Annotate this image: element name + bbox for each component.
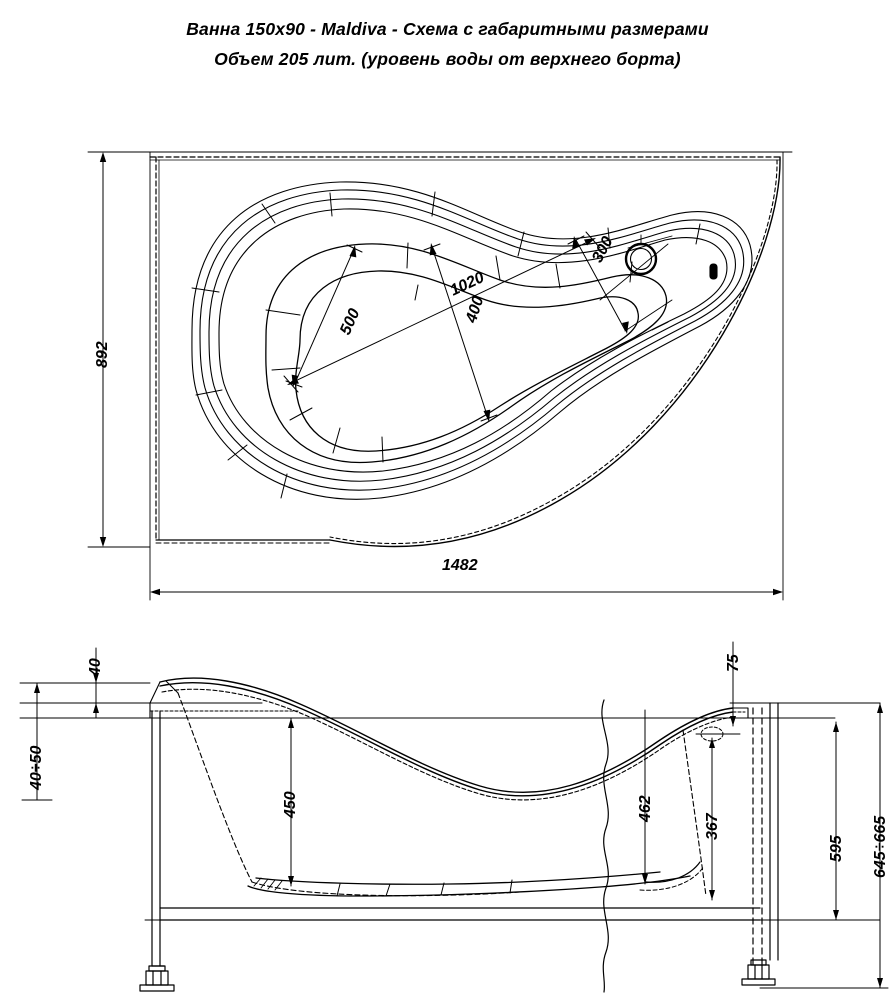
dimension-595 <box>833 721 839 921</box>
bath-floor-joints <box>336 879 513 897</box>
dimension-label-75: 75 <box>725 654 742 672</box>
dimension-40-50 <box>21 682 53 801</box>
adjustable-foot-right <box>741 959 776 986</box>
dimension-1482 <box>150 588 783 596</box>
dimension-400 <box>423 243 498 422</box>
plan-rim-bands <box>191 181 753 500</box>
plan-bowl-joints <box>265 242 669 463</box>
dimension-label-595: 595 <box>828 835 845 862</box>
bath-bottom-hatch <box>253 877 283 891</box>
dimension-300 <box>567 235 629 334</box>
dimension-645-665 <box>759 702 889 989</box>
dimension-label-367: 367 <box>704 813 721 840</box>
support-frame <box>151 702 779 967</box>
dimension-label-462: 462 <box>637 795 654 822</box>
dimension-367 <box>709 737 715 901</box>
title-block: Ванна 150х90 - Maldiva - Схема с габарит… <box>0 14 895 74</box>
bath-rim-right-detail <box>732 707 749 719</box>
adjustable-foot-left <box>139 965 175 992</box>
dimension-462 <box>642 709 648 885</box>
dimension-label-1482: 1482 <box>442 557 478 574</box>
overflow-slot <box>709 263 718 280</box>
plan-outer-rim <box>149 156 781 548</box>
dimension-450 <box>288 717 294 887</box>
bath-rim-left-detail <box>149 680 301 719</box>
dimension-label-645-665: 645÷665 <box>872 815 889 878</box>
plan-extension-lines <box>87 151 793 601</box>
bath-bottom-profile <box>247 871 691 897</box>
dimension-40 <box>93 647 99 719</box>
dimension-label-450: 450 <box>282 791 299 818</box>
plan-rim-joints <box>191 191 701 499</box>
dimension-label-40: 40 <box>87 658 104 676</box>
dimension-500 <box>285 244 363 388</box>
section-drain <box>639 726 741 891</box>
plan-inner-bowl <box>265 243 668 464</box>
bath-cavity-hidden <box>177 692 707 897</box>
dimension-label-40-50: 40÷50 <box>28 745 45 790</box>
bath-shell-profile <box>159 677 734 801</box>
drawing-title-line-1: Ванна 150х90 - Maldiva - Схема с габарит… <box>186 19 709 39</box>
break-line <box>601 699 609 993</box>
dimension-892 <box>99 152 107 547</box>
plan-drain-construction <box>599 234 673 332</box>
drawing-title-line-2: Объем 205 лит. (уровень воды от верхнего… <box>214 49 681 69</box>
